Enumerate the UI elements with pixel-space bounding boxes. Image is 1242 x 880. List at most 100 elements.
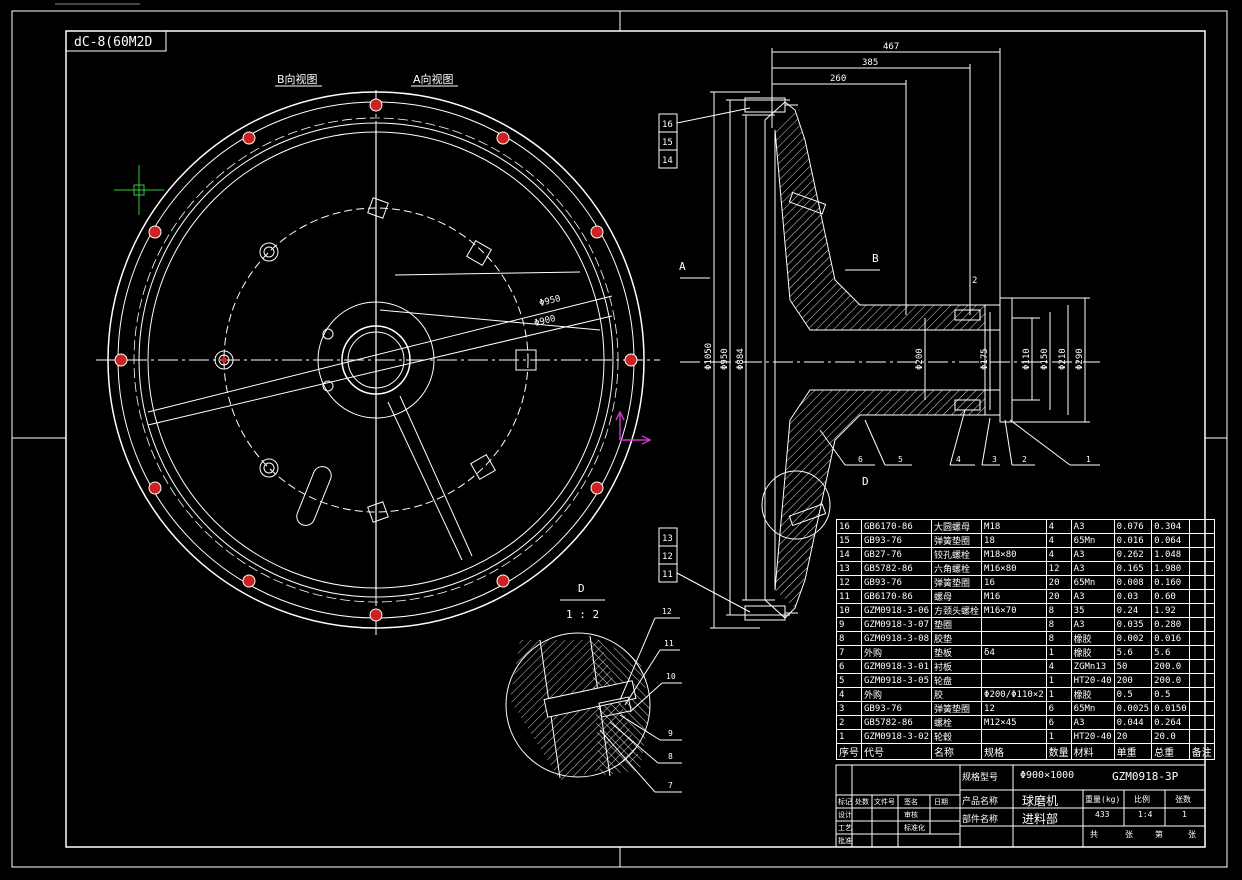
bom-cell: 1 — [1045, 687, 1072, 702]
bom-cell: GB6170-86 — [860, 589, 933, 604]
bom-cell: 12 — [1045, 561, 1072, 576]
bom-cell — [981, 617, 1047, 632]
bom-cell: 15 — [836, 533, 862, 548]
dim-phi-884: Φ884 — [736, 348, 746, 370]
bom-cell: GB93-76 — [860, 533, 933, 548]
detail-d-view — [505, 617, 682, 793]
detail-title: D — [578, 582, 585, 595]
spec-value: Φ900×1000 — [1020, 770, 1075, 781]
bom-cell: GZM0918-3-07 — [860, 617, 933, 632]
ucs-icon — [615, 410, 652, 445]
bom-cell — [1188, 575, 1215, 590]
balloon-15: 15 — [662, 138, 673, 148]
bom-cell: HT20-40 — [1070, 673, 1115, 688]
dim-phi-950: Φ950 — [720, 348, 730, 370]
view-b-title: B向视图 — [277, 72, 318, 86]
bom-cell — [981, 631, 1047, 646]
bom-cell: 0.264 — [1151, 715, 1190, 730]
balloon-13: 13 — [662, 534, 673, 544]
weight-label: 重量(kg) — [1085, 795, 1121, 804]
product-value: 球磨机 — [1022, 794, 1059, 808]
section-label-2: 2 — [972, 276, 977, 286]
bom-cell: GB27-76 — [860, 547, 933, 562]
footer-label-4: 张 — [1188, 830, 1196, 839]
bom-cell: 0.0150 — [1151, 701, 1190, 716]
bom-cell: 1.048 — [1151, 547, 1190, 562]
bom-cell — [981, 659, 1047, 674]
bom-cell: 0.24 — [1113, 603, 1153, 618]
sign-label-5: 批准 — [838, 837, 852, 845]
bom-cell: 垫圈 — [931, 617, 983, 632]
change-label-3: 文件号 — [874, 798, 895, 806]
part-value: 进料部 — [1022, 812, 1059, 826]
sheet-value: 1 — [1182, 810, 1187, 819]
bom-cell — [1188, 673, 1215, 688]
drawing-number: GZM0918-3P — [1112, 770, 1179, 783]
bom-cell: 50 — [1113, 659, 1153, 674]
section-label-a: A — [679, 260, 686, 273]
bom-cell: A3 — [1070, 617, 1115, 632]
bom-cell: 16 — [836, 519, 862, 534]
balloon-16: 16 — [662, 120, 673, 130]
dim-phi-1050: Φ1050 — [704, 343, 714, 370]
part-label: 部件名称 — [962, 815, 999, 825]
bom-cell: 200.0 — [1151, 673, 1190, 688]
weight-value: 433 — [1095, 810, 1110, 819]
bom-cell: 1 — [1045, 729, 1072, 744]
balloon-11: 11 — [662, 570, 673, 580]
bom-cell: 轮盘 — [931, 673, 983, 688]
bom-cell: 0.064 — [1151, 533, 1190, 548]
bom-cell: A3 — [1070, 561, 1115, 576]
bom-cell: 20 — [1045, 589, 1072, 604]
bom-cell: 35 — [1070, 603, 1115, 618]
bom-cell: 6 — [1045, 715, 1072, 730]
bom-cell: GZM0918-3-01 — [860, 659, 933, 674]
bom-cell: 4 — [1045, 533, 1072, 548]
sign-label-3: 工艺 — [838, 824, 852, 832]
bom-cell — [1188, 603, 1215, 618]
bom-cell: GZM0918-3-08 — [860, 631, 933, 646]
bom-cell: 弹簧垫圈 — [931, 533, 983, 548]
bom-cell: 弹簧垫圈 — [931, 701, 983, 716]
ratio-label: 比例 — [1134, 795, 1150, 804]
bom-header-cell: 代号 — [860, 743, 933, 760]
view-a-title: A向视图 — [413, 72, 454, 86]
balloon-6: 6 — [858, 455, 863, 464]
dim-260: 260 — [830, 74, 846, 84]
bom-cell: δ4 — [981, 645, 1047, 660]
detail-balloon-11: 11 — [664, 639, 674, 648]
detail-balloon-10: 10 — [666, 672, 676, 681]
bom-cell: 垫板 — [931, 645, 983, 660]
sign-label-2: 审核 — [904, 811, 918, 819]
bom-cell — [981, 729, 1047, 744]
detail-balloon-7: 7 — [668, 781, 673, 790]
balloon-14: 14 — [662, 156, 673, 166]
bom-cell: 0.002 — [1113, 631, 1153, 646]
bom-cell: GB93-76 — [860, 701, 933, 716]
bom-cell: 弹簧垫圈 — [931, 575, 983, 590]
drawing-code-box: dC-8(60M2D — [65, 30, 167, 52]
section-hatch-lower — [775, 390, 985, 608]
bom-cell: A3 — [1070, 589, 1115, 604]
bom-cell: 1.980 — [1151, 561, 1190, 576]
bom-cell: 方颈头螺栓 — [931, 603, 983, 618]
bom-cell: 0.0025 — [1113, 701, 1153, 716]
bom-cell: 铰孔螺栓 — [931, 547, 983, 562]
bom-header-cell: 单重 — [1113, 743, 1153, 760]
bom-cell: 橡胶 — [1070, 631, 1115, 646]
dim-phi-210: Φ210 — [1058, 348, 1068, 370]
bom-header-cell: 规格 — [981, 743, 1047, 760]
bom-cell: 0.262 — [1113, 547, 1153, 562]
bom-header-cell: 序号 — [836, 743, 862, 760]
bom-cell — [1188, 715, 1215, 730]
